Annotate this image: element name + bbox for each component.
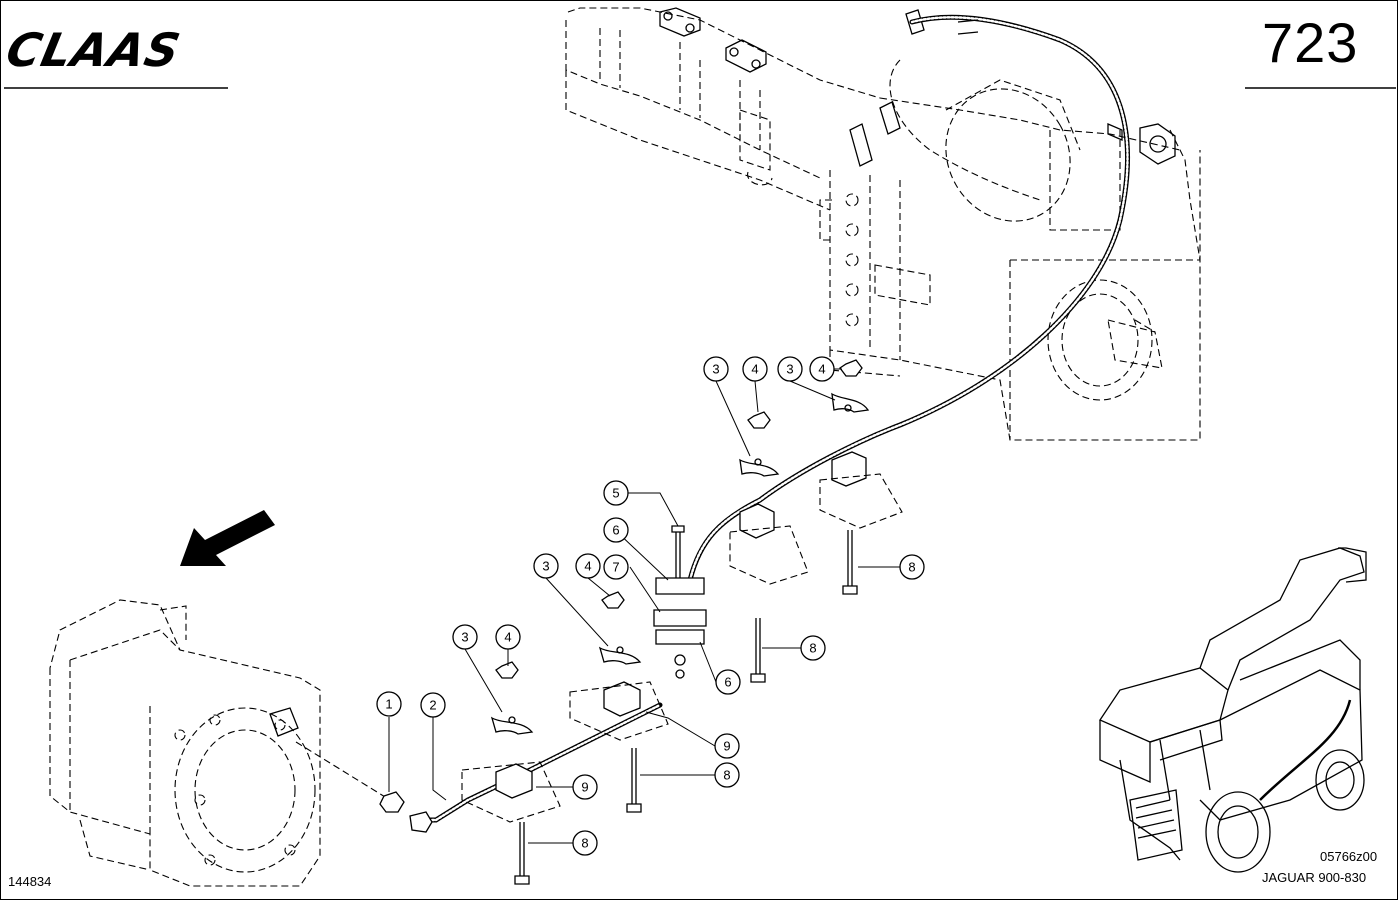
svg-text:4: 4 bbox=[818, 362, 825, 377]
svg-text:4: 4 bbox=[584, 559, 591, 574]
callout-3-c: 3 bbox=[703, 356, 729, 382]
callout-3-b: 3 bbox=[533, 553, 559, 579]
hydraulic-hose bbox=[687, 14, 1130, 583]
callout-2: 2 bbox=[420, 692, 446, 718]
svg-text:3: 3 bbox=[461, 630, 468, 645]
svg-text:8: 8 bbox=[908, 560, 915, 575]
callout-4-c: 4 bbox=[742, 356, 768, 382]
svg-text:CLAAS: CLAAS bbox=[2, 23, 186, 76]
svg-text:3: 3 bbox=[542, 559, 549, 574]
pump-assembly bbox=[49, 599, 321, 887]
svg-text:8: 8 bbox=[723, 768, 730, 783]
callout-8-c: 8 bbox=[714, 762, 740, 788]
callout-3-a: 3 bbox=[452, 624, 478, 650]
clamp-blocks bbox=[461, 359, 903, 885]
svg-text:2: 2 bbox=[429, 698, 436, 713]
svg-text:9: 9 bbox=[581, 780, 588, 795]
leader-lines bbox=[388, 368, 910, 844]
pipe-assembly bbox=[295, 702, 663, 833]
callout-4-a: 4 bbox=[495, 624, 521, 650]
drawing-id: 144834 bbox=[8, 874, 52, 889]
svg-text:8: 8 bbox=[581, 836, 588, 851]
callout-9-a: 9 bbox=[714, 733, 740, 759]
svg-text:9: 9 bbox=[723, 739, 730, 754]
callout-8-d: 8 bbox=[572, 830, 598, 856]
callout-5: 5 bbox=[603, 480, 629, 506]
svg-text:7: 7 bbox=[612, 560, 619, 575]
callout-6-a: 6 bbox=[603, 517, 629, 543]
svg-text:3: 3 bbox=[712, 362, 719, 377]
callout-9-b: 9 bbox=[572, 774, 598, 800]
page-number: 723 bbox=[1262, 11, 1359, 74]
svg-text:4: 4 bbox=[504, 630, 511, 645]
svg-text:6: 6 bbox=[612, 523, 619, 538]
callout-8-a: 8 bbox=[800, 635, 826, 661]
harvester-thumbnail bbox=[1099, 547, 1367, 873]
svg-text:1: 1 bbox=[385, 697, 392, 712]
model-range: JAGUAR 900-830 bbox=[1262, 870, 1367, 885]
figure-code: 05766z00 bbox=[1320, 849, 1378, 864]
svg-text:5: 5 bbox=[612, 486, 619, 501]
callout-3-d: 3 bbox=[777, 356, 803, 382]
svg-text:8: 8 bbox=[809, 641, 816, 656]
svg-text:3: 3 bbox=[786, 362, 793, 377]
callout-4-d: 4 bbox=[809, 356, 835, 382]
callout-7: 7 bbox=[603, 554, 629, 580]
svg-text:6: 6 bbox=[724, 675, 731, 690]
callout-1: 1 bbox=[376, 691, 402, 717]
claas-logo: CLAAS bbox=[2, 23, 186, 76]
direction-arrow-icon bbox=[180, 510, 275, 566]
svg-text:4: 4 bbox=[751, 362, 758, 377]
callout-6-b: 6 bbox=[715, 669, 741, 695]
callout-8-b: 8 bbox=[899, 554, 925, 580]
callout-4-b: 4 bbox=[575, 553, 601, 579]
